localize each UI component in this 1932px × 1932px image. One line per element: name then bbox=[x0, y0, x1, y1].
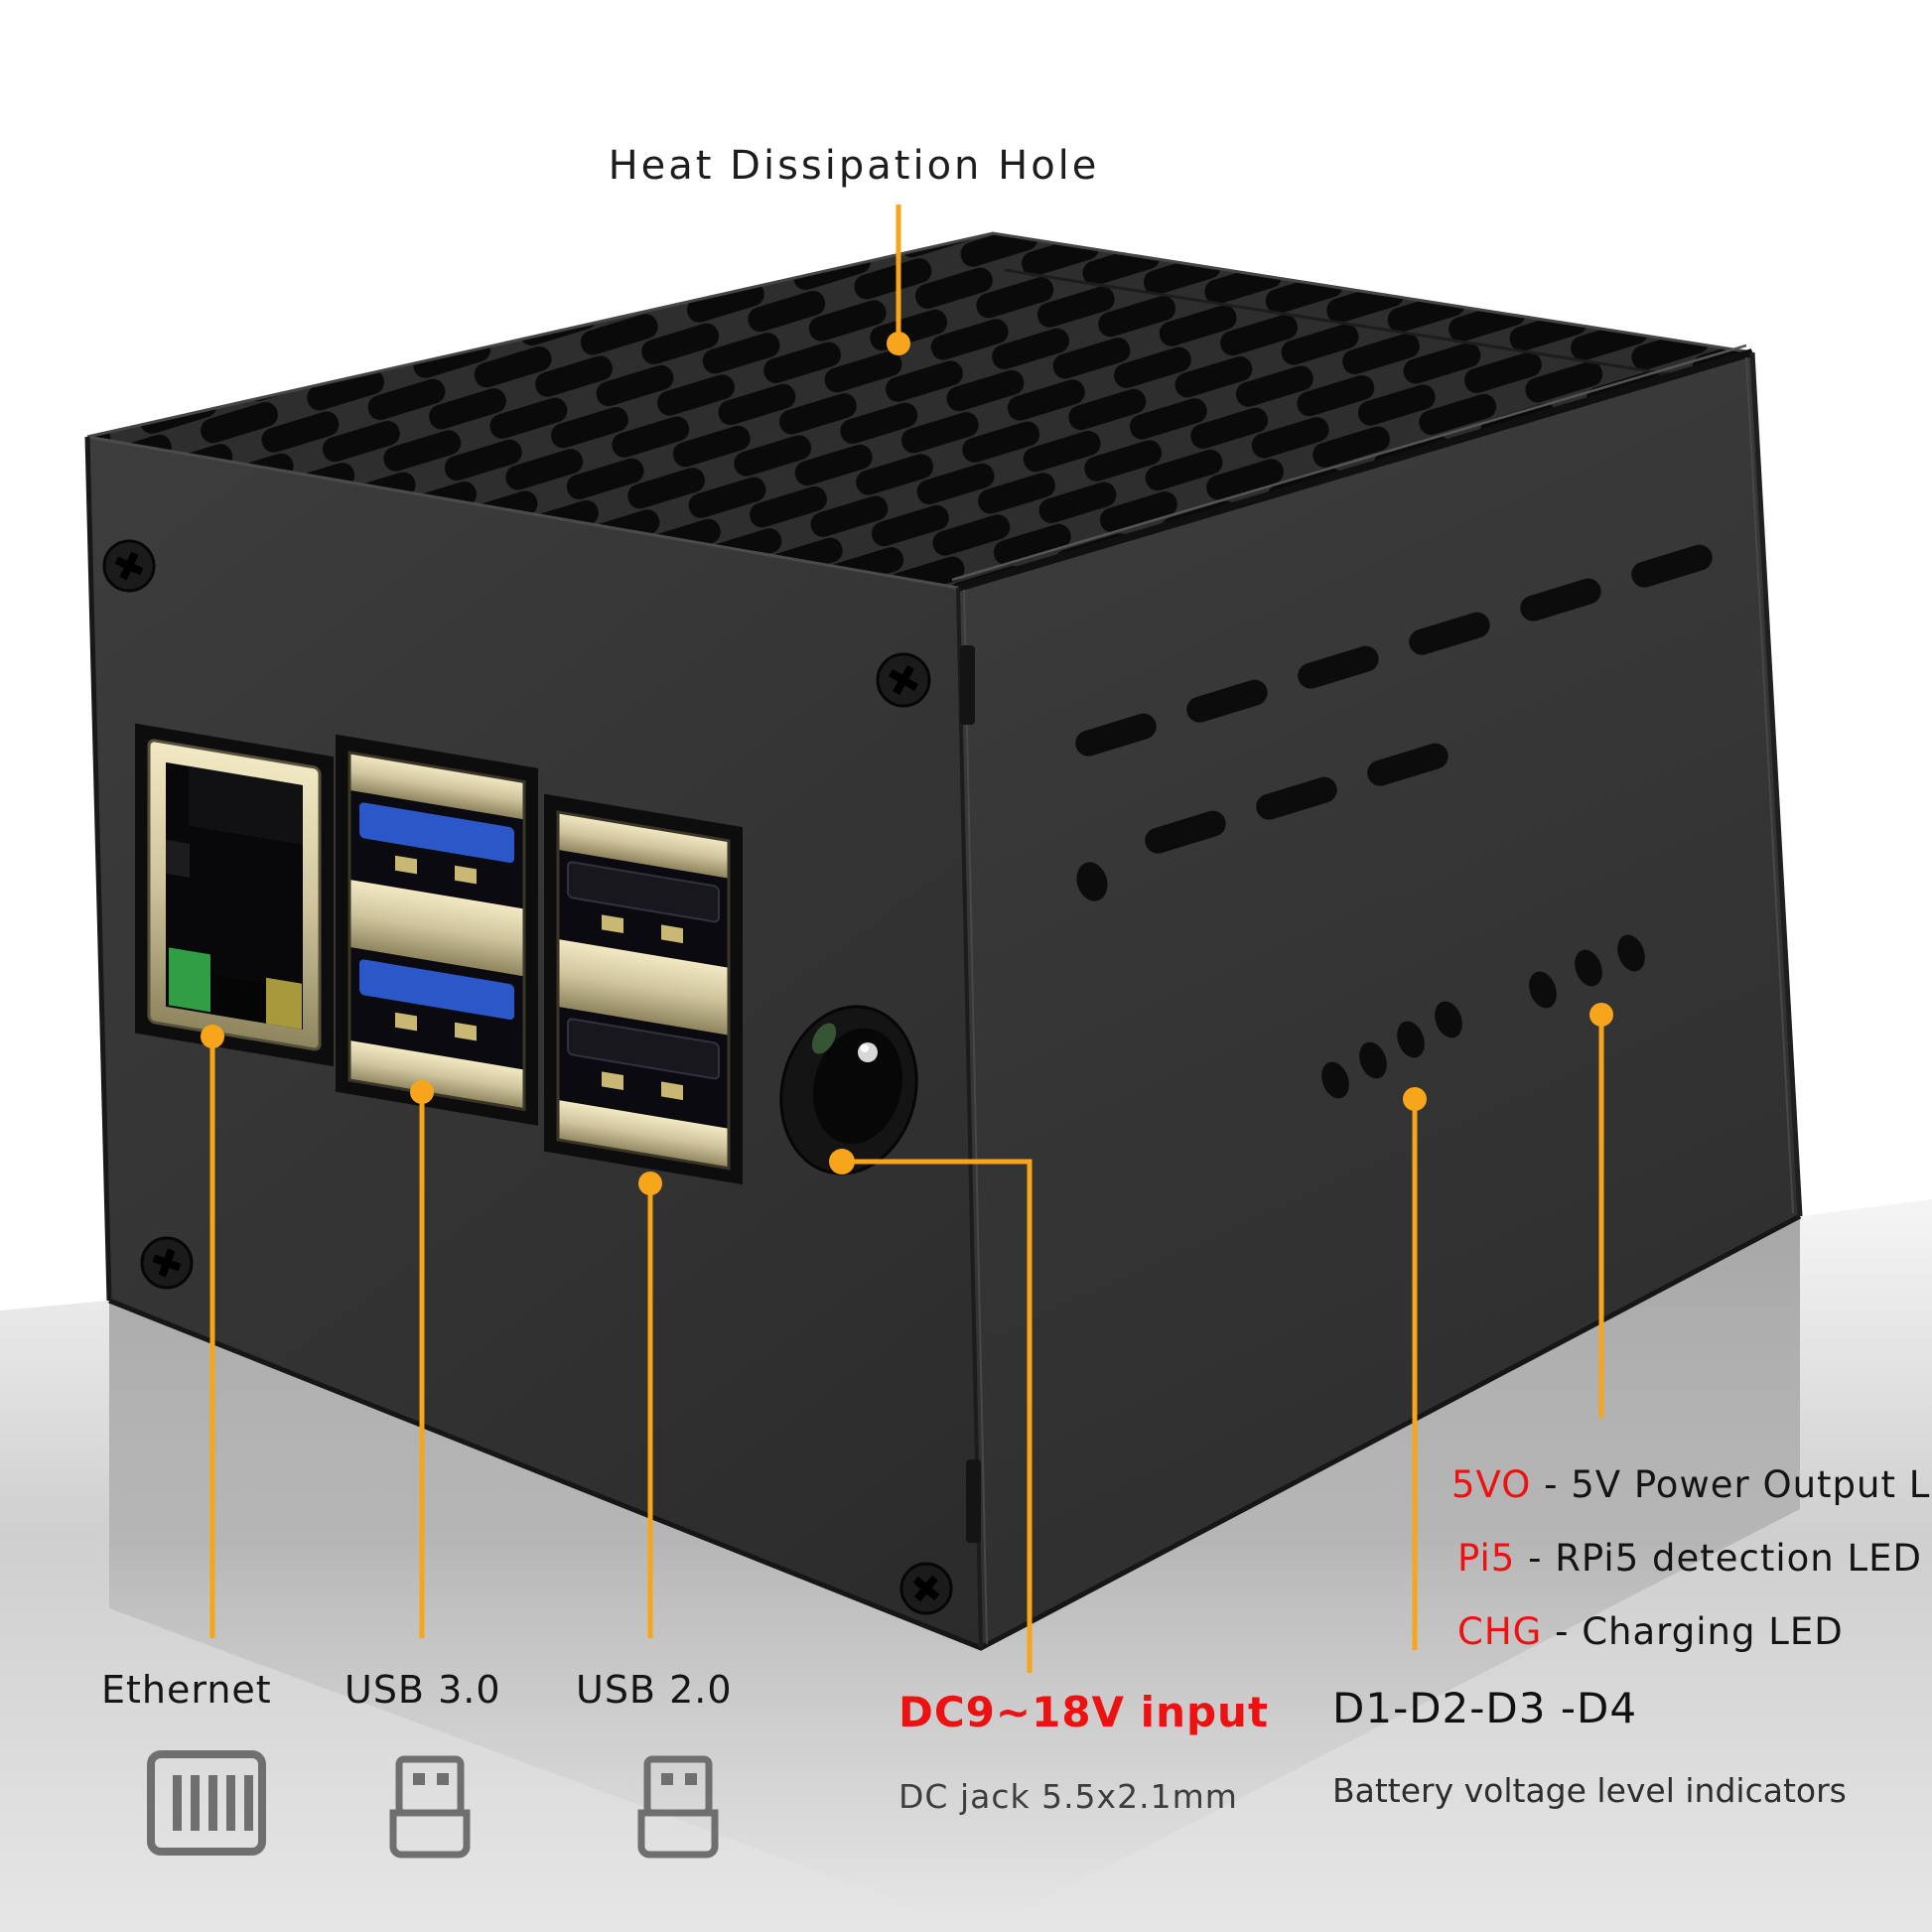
led-5vo-desc: - 5V Power Output LED bbox=[1544, 1463, 1932, 1506]
ethernet-led-green bbox=[169, 947, 210, 1013]
usb2-leader bbox=[638, 1172, 662, 1638]
led-chg-prefix: CHG bbox=[1457, 1610, 1543, 1653]
status-led-holes bbox=[1529, 934, 1645, 1009]
dc-jack bbox=[779, 1005, 918, 1175]
callout-leaders bbox=[201, 205, 1613, 1673]
case-right-face bbox=[958, 352, 1800, 1648]
usb2-ports bbox=[544, 793, 743, 1185]
led-legend-chg: CHG - Charging LED bbox=[1457, 1610, 1844, 1653]
screw bbox=[876, 652, 931, 708]
led-legend-pi5: Pi5 - RPi5 detection LED bbox=[1457, 1537, 1922, 1580]
ethernet-led-amber bbox=[266, 977, 302, 1030]
screws bbox=[102, 539, 953, 1615]
usb-plug-icon bbox=[637, 1755, 719, 1859]
led-pi5-prefix: Pi5 bbox=[1457, 1537, 1516, 1580]
usb3-tongue bbox=[359, 959, 514, 1021]
led-5vo-prefix: 5VO bbox=[1451, 1463, 1532, 1506]
usb3-label: USB 3.0 bbox=[345, 1668, 501, 1712]
battery-indicator-sublabel: Battery voltage level indicators bbox=[1332, 1771, 1847, 1810]
floor bbox=[0, 1199, 1932, 1932]
led-legend-5vo: 5VO - 5V Power Output LED bbox=[1451, 1463, 1932, 1506]
usb2-tongue bbox=[567, 861, 720, 923]
dc-jack-size-label: DC jack 5.5x2.1mm bbox=[898, 1777, 1238, 1816]
case-top-face bbox=[87, 233, 1752, 588]
side-vents bbox=[1075, 544, 1713, 901]
usb-plug-icon bbox=[389, 1755, 471, 1859]
ethernet-jack-icon bbox=[147, 1750, 266, 1856]
usb3-leader bbox=[410, 1080, 434, 1638]
dc-leader bbox=[829, 1149, 1033, 1673]
usb2-label: USB 2.0 bbox=[576, 1668, 733, 1712]
battery-indicator-label: D1-D2-D3 -D4 bbox=[1332, 1684, 1638, 1732]
usb2-tongue bbox=[567, 1018, 720, 1080]
battery-indicator-holes bbox=[1321, 1001, 1462, 1099]
usb3-ports bbox=[336, 734, 538, 1126]
screw bbox=[899, 1562, 953, 1615]
heat-dissipation-title: Heat Dissipation Hole bbox=[608, 143, 1100, 189]
ethernet-port bbox=[135, 723, 334, 1067]
case-edges bbox=[84, 231, 1803, 1651]
heat-hole-leader bbox=[887, 205, 910, 355]
led-pi5-desc: - RPi5 detection LED bbox=[1515, 1537, 1922, 1580]
status-led-leader bbox=[1589, 1003, 1613, 1418]
panel-seam-slots bbox=[960, 645, 981, 1543]
case-reflection bbox=[109, 1216, 1800, 1932]
battery-holes-leader bbox=[1403, 1087, 1427, 1650]
ethernet-leader bbox=[201, 1025, 224, 1638]
lid-seam bbox=[1004, 268, 1740, 387]
legend-icons bbox=[147, 1750, 719, 1859]
usb3-tongue bbox=[359, 802, 514, 864]
ethernet-label: Ethernet bbox=[101, 1668, 272, 1712]
led-chg-desc: - Charging LED bbox=[1542, 1610, 1844, 1653]
screw bbox=[102, 539, 156, 593]
case bbox=[84, 231, 1803, 1651]
dc-input-label: DC9~18V input bbox=[898, 1688, 1270, 1736]
screw bbox=[140, 1236, 194, 1290]
